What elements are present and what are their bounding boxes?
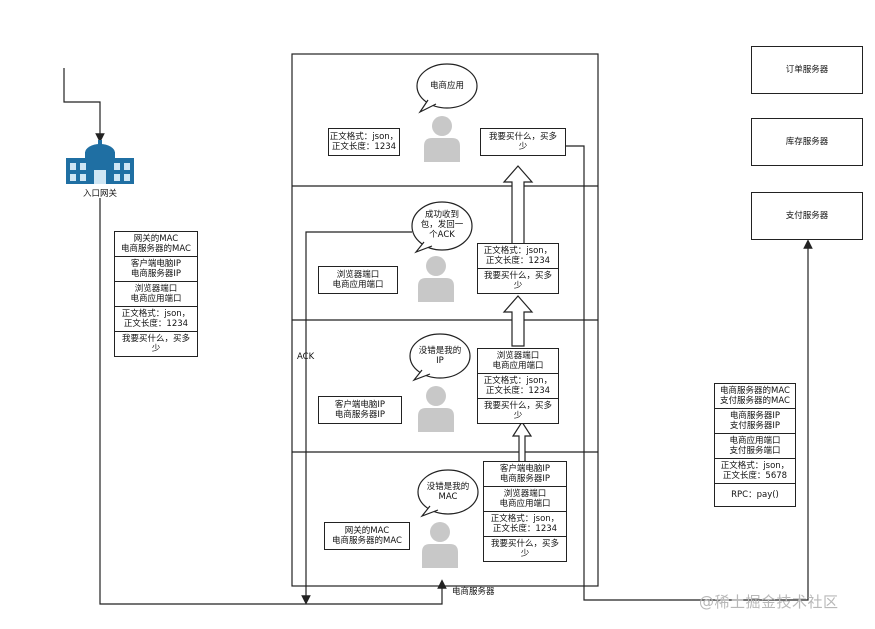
speech-bubble-transport	[411, 201, 473, 254]
speech-bubble-link	[417, 469, 479, 518]
server-to-payment-line	[566, 145, 813, 601]
client-packet-mac: 网关的MAC 电商服务器的MAC	[115, 232, 197, 257]
up-arrow-link-network	[511, 420, 533, 463]
link-packet-format: 正文格式：json， 正文长度：1234	[484, 512, 566, 537]
client-packet-stack: 网关的MAC 电商服务器的MAC 客户端电脑IP 电商服务器IP 浏览器端口 电…	[114, 231, 198, 357]
speech-bubble-network	[409, 333, 471, 382]
up-arrow-transport-app	[502, 165, 534, 245]
incoming-line	[63, 68, 105, 143]
transport-packet-body: 我要买什么，买多 少	[483, 271, 552, 291]
bubble-text-transport: 成功收到 包，发回一 个ACK	[420, 210, 464, 240]
inventory-service-box: 库存服务器	[751, 118, 863, 166]
rpc-packet-call: RPC：pay()	[731, 490, 779, 500]
link-packet-port: 浏览器端口 电商应用端口	[484, 487, 566, 512]
link-left-box: 网关的MAC 电商服务器的MAC	[324, 522, 410, 550]
client-packet-format: 正文格式：json， 正文长度：1234	[115, 307, 197, 332]
client-packet-ip: 客户端电脑IP 电商服务器IP	[115, 257, 197, 282]
ack-label: ACK	[297, 352, 315, 362]
up-arrow-network-transport	[502, 295, 534, 347]
link-packet-body: 我要买什么，买多 少	[490, 539, 559, 559]
rpc-packet-mac: 电商服务器的MAC 支付服务器的MAC	[715, 384, 795, 409]
network-packet-body: 我要买什么，买多 少	[483, 401, 552, 421]
bubble-text-network: 没错是我的 IP	[418, 346, 462, 366]
rpc-packet-format: 正文格式：json， 正文长度：5678	[715, 459, 795, 484]
order-service-box: 订单服务器	[751, 46, 863, 94]
network-packet-stack: 浏览器端口 电商应用端口 正文格式：json， 正文长度：1234 我要买什么，…	[477, 348, 559, 424]
person-icon-app	[424, 116, 460, 162]
watermark: @稀土掘金技术社区	[699, 593, 839, 611]
link-packet-stack: 客户端电脑IP 电商服务器IP 浏览器端口 电商应用端口 正文格式：json， …	[483, 461, 567, 562]
network-packet-port: 浏览器端口 电商应用端口	[478, 349, 558, 374]
transport-left-box: 浏览器端口 电商应用端口	[318, 266, 398, 294]
client-packet-body: 我要买什么，买多 少	[121, 334, 190, 354]
payment-service-box: 支付服务器	[751, 192, 863, 240]
network-left-box: 客户端电脑IP 电商服务器IP	[318, 396, 402, 424]
gateway-building-icon	[66, 140, 134, 184]
app-left-box: 正文格式：json， 正文长度：1234	[328, 128, 400, 156]
network-packet-format: 正文格式：json， 正文长度：1234	[478, 374, 558, 399]
app-right-box: 我要买什么，买多 少	[480, 128, 566, 156]
link-packet-ip: 客户端电脑IP 电商服务器IP	[484, 462, 566, 487]
rpc-packet-port: 电商应用端口 支付服务端口	[715, 434, 795, 459]
transport-packet-format: 正文格式：json， 正文长度：1234	[478, 244, 558, 269]
bubble-text-app: 电商应用	[429, 81, 464, 91]
transport-packet-stack: 正文格式：json， 正文长度：1234 我要买什么，买多 少	[477, 243, 559, 294]
rpc-packet-stack: 电商服务器的MAC 支付服务器的MAC 电商服务器IP 支付服务器IP 电商应用…	[714, 383, 796, 507]
client-packet-port: 浏览器端口 电商应用端口	[115, 282, 197, 307]
person-icon-link	[422, 522, 458, 568]
ack-line	[301, 231, 412, 605]
gateway-to-server-line	[99, 198, 447, 605]
person-icon-network	[418, 386, 454, 432]
speech-bubble-app	[416, 63, 478, 114]
bubble-text-link: 没错是我的 MAC	[426, 482, 470, 502]
server-label: 电商服务器	[452, 587, 495, 597]
rpc-packet-ip: 电商服务器IP 支付服务器IP	[715, 409, 795, 434]
person-icon-transport	[418, 256, 454, 302]
gateway-label: 入口网关	[82, 189, 117, 199]
